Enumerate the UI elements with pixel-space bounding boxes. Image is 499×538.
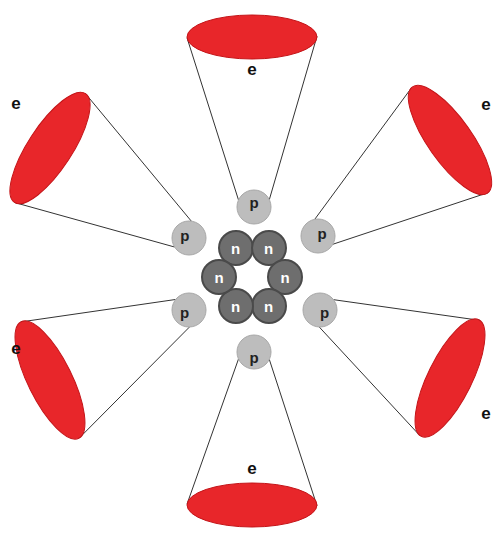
electron-cloud: e (375, 65, 499, 215)
node-outline (177, 0, 327, 112)
electron-label: e (247, 460, 256, 477)
cone-connector (187, 36, 317, 200)
electron-cloud: e (177, 430, 327, 538)
proton: p (236, 189, 272, 225)
node-outline (0, 305, 125, 455)
proton-label: p (318, 226, 327, 241)
proton-label: p (250, 349, 259, 364)
node-outline (375, 65, 499, 215)
electron-cloud: e (177, 0, 327, 112)
proton-label: p (320, 305, 329, 320)
node-outline (177, 430, 327, 538)
proton: p (300, 218, 336, 254)
proton-label: p (250, 195, 259, 210)
proton-label: p (180, 305, 189, 320)
electron-cloud: e (0, 305, 125, 455)
node-outline (375, 303, 499, 453)
neutron-label: n (264, 241, 273, 256)
proton: p (171, 220, 207, 256)
electron-label: e (481, 405, 490, 422)
neutron-label: n (231, 298, 240, 313)
neutron-label: n (280, 270, 289, 285)
neutron-label: n (214, 270, 223, 285)
neutron: n (201, 259, 237, 295)
electron-cloud: e (375, 303, 499, 453)
electron-label: e (11, 95, 20, 112)
electron-label: e (11, 340, 20, 357)
neutron-label: n (264, 298, 273, 313)
electron-label: e (247, 61, 256, 78)
electron-label: e (481, 96, 490, 113)
proton: p (171, 292, 207, 328)
proton: p (236, 334, 272, 370)
proton: p (302, 292, 338, 328)
electron-cloud: e (0, 73, 125, 223)
neutron-label: n (231, 241, 240, 256)
proton-label: p (180, 228, 189, 243)
neutron: n (251, 288, 287, 324)
